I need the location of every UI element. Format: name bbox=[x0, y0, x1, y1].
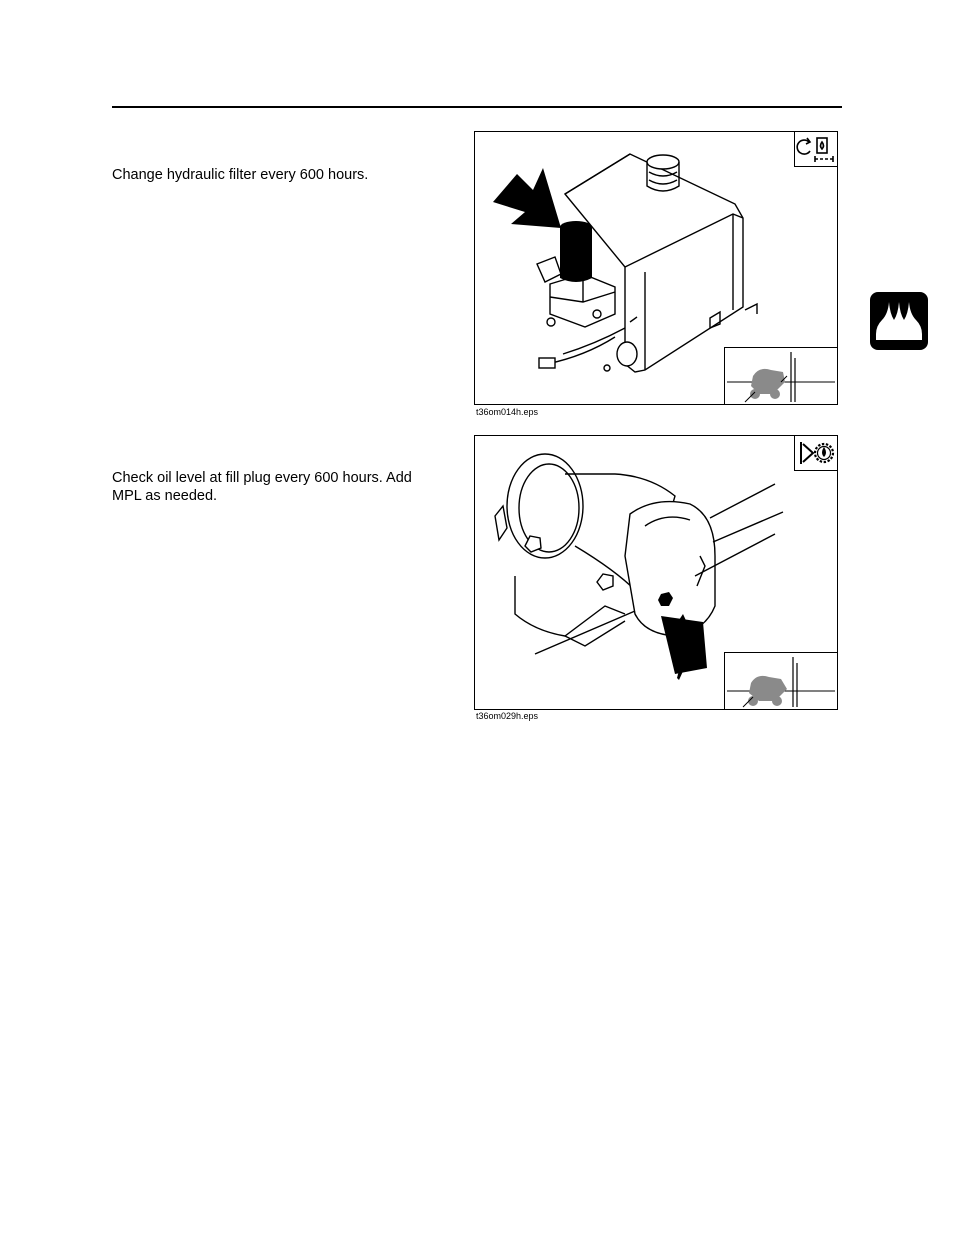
figure-caption: t36om029h.eps bbox=[476, 711, 539, 721]
machine-location-inset bbox=[724, 347, 837, 404]
check-oil-gear-icon bbox=[794, 436, 837, 471]
fluid-drops-icon bbox=[876, 302, 922, 340]
change-filter-icon bbox=[794, 132, 837, 167]
header-rule bbox=[112, 106, 842, 108]
axle-hub-illustration bbox=[494, 453, 784, 680]
fill-plug bbox=[658, 592, 673, 606]
figure-hydraulic-filter bbox=[474, 131, 838, 405]
figure-caption: t36om014h.eps bbox=[476, 407, 539, 417]
pointer-arrow bbox=[493, 168, 561, 228]
instruction-hydraulic-filter: Change hydraulic filter every 600 hours. bbox=[112, 167, 369, 183]
machine-location-inset bbox=[724, 652, 837, 709]
hydraulic-tank-illustration bbox=[493, 153, 758, 373]
instruction-oil-level: Check oil level at fill plug every 600 h… bbox=[112, 470, 412, 504]
figure-oil-fill-plug bbox=[474, 435, 838, 710]
section-tab bbox=[870, 292, 928, 350]
